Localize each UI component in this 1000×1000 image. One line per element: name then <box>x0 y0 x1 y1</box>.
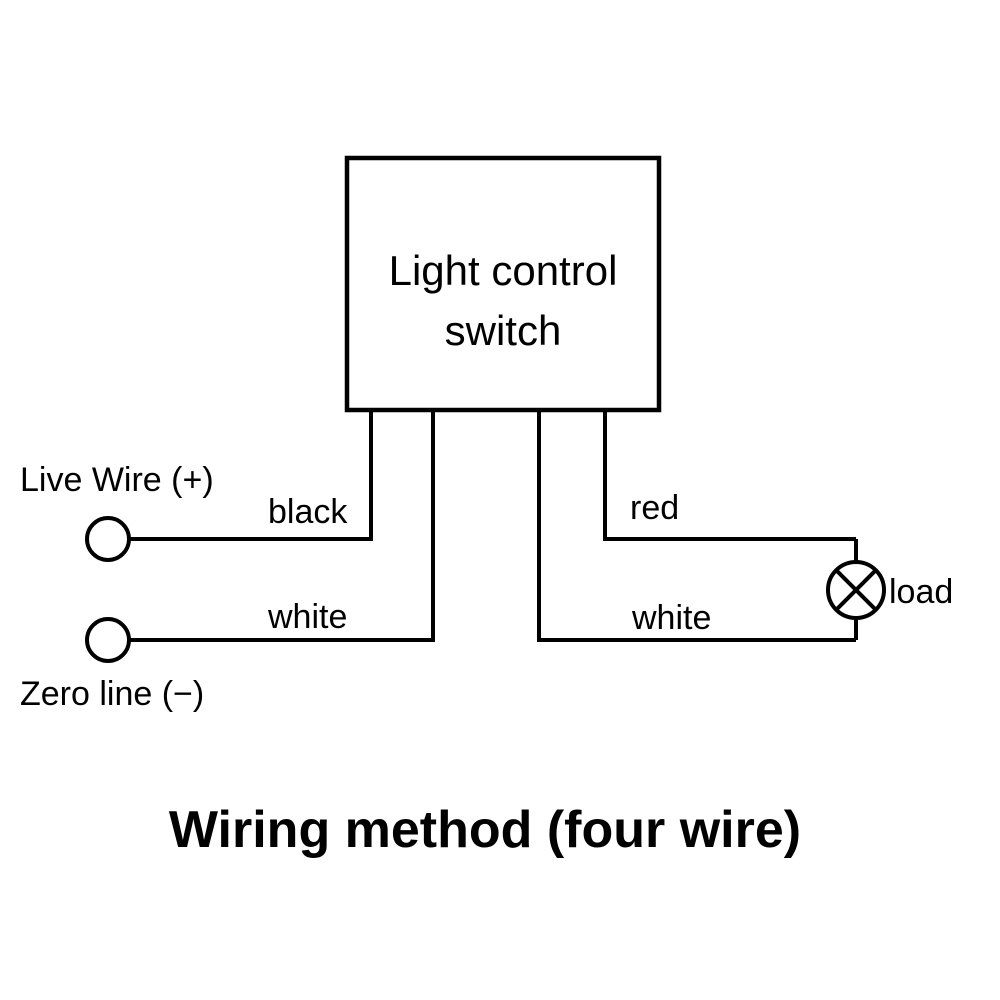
wire-path-red <box>603 410 856 541</box>
wire-label-white-output: white <box>631 599 711 637</box>
load-label: load <box>889 573 953 611</box>
neutral-terminal-circle <box>85 617 131 663</box>
live-wire-label: Live Wire (+) <box>20 461 214 499</box>
light-control-switch-box <box>344 155 662 413</box>
wire-label-red: red <box>630 489 679 527</box>
light-control-switch-label-line2: switch <box>445 307 562 354</box>
diagram-caption: Wiring method (four wire) <box>169 801 801 859</box>
light-control-switch-label-line1: Light control <box>389 247 618 294</box>
wire-path-white-input <box>130 410 435 642</box>
load-lamp-cross-icon <box>834 568 878 612</box>
wire-path-black <box>130 410 373 541</box>
live-terminal-circle <box>85 516 131 562</box>
wire-label-white-input: white <box>267 598 347 636</box>
zero-line-label: Zero line (−) <box>20 675 204 713</box>
wire-path-white-output <box>537 410 856 642</box>
wire-label-black: black <box>268 493 348 531</box>
